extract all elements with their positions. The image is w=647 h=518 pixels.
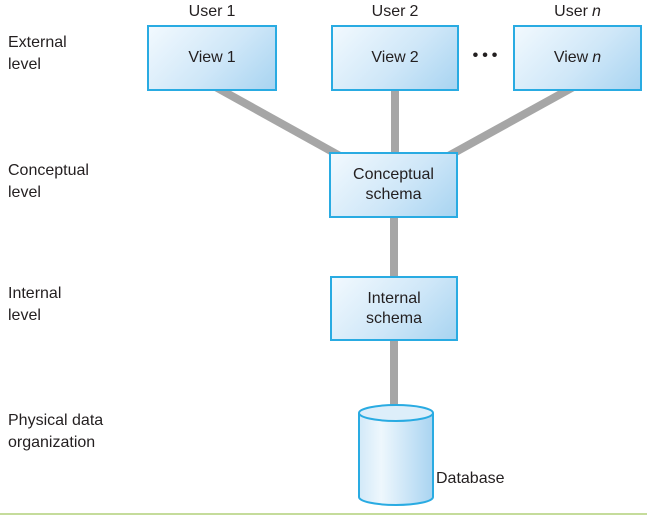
label-internal-line1: Internal bbox=[8, 285, 62, 302]
label-internal-level: Internal level bbox=[8, 283, 61, 327]
label-conceptual-level: Conceptual level bbox=[8, 160, 89, 204]
label-external-level: External level bbox=[8, 32, 67, 76]
database-cylinder bbox=[358, 404, 434, 506]
label-external-line1: External bbox=[8, 34, 67, 51]
conceptual-schema-box: Conceptual schema bbox=[329, 152, 458, 218]
internal-schema-label: Internal schema bbox=[365, 289, 423, 327]
database-cylinder-body bbox=[358, 413, 434, 506]
label-physical-level: Physical data organization bbox=[8, 410, 103, 454]
label-internal-line2: level bbox=[8, 307, 41, 324]
label-physical-line1: Physical data bbox=[8, 412, 104, 429]
internal-schema-box: Internal schema bbox=[330, 276, 458, 341]
label-external-line2: level bbox=[8, 56, 41, 73]
database-label: Database bbox=[436, 470, 505, 487]
bottom-page-rule bbox=[0, 513, 647, 515]
conceptual-schema-label: Conceptual schema bbox=[353, 166, 434, 203]
ellipsis-dots: ••• bbox=[472, 47, 502, 64]
label-conceptual-line2: level bbox=[8, 184, 41, 201]
label-physical-line2: organization bbox=[8, 434, 96, 451]
label-conceptual-line1: Conceptual bbox=[8, 162, 89, 179]
database-cylinder-top bbox=[358, 404, 434, 422]
